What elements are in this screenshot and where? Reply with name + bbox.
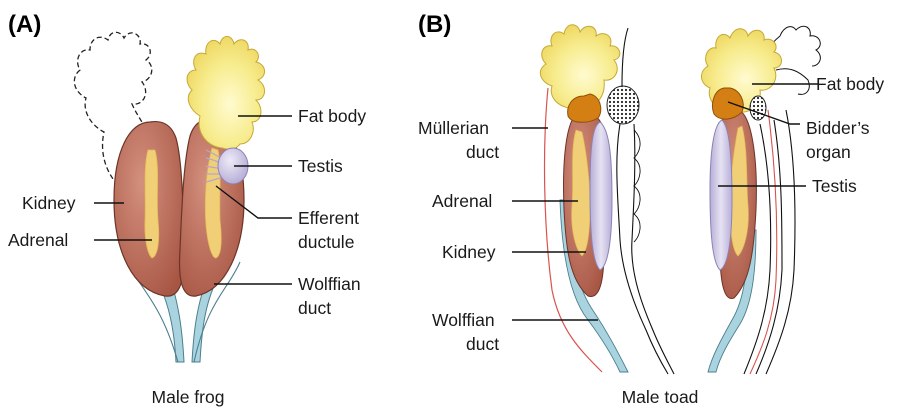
bidders-organ-b-right — [712, 88, 743, 119]
label-adrenal-b: Adrenal — [432, 191, 492, 211]
label-bidders-b-1: Bidder’s — [806, 118, 870, 138]
label-wolffian-b-2: duct — [466, 334, 499, 354]
label-efferent-a-1: Efferent — [298, 208, 359, 228]
panel-a-letter: (A) — [8, 11, 41, 38]
label-wolffian-a-1: Wolffian — [298, 274, 361, 294]
label-kidney-a: Kidney — [22, 193, 76, 213]
outline-duct-b-right-2 — [756, 120, 782, 374]
label-adrenal-a: Adrenal — [8, 230, 68, 250]
label-wolffian-b-1: Wolffian — [432, 310, 495, 330]
caption-male-frog: Male frog — [152, 387, 225, 407]
label-testis-b: Testis — [812, 176, 857, 196]
label-efferent-a-2: ductule — [298, 232, 354, 252]
label-mullerian-b-2: duct — [466, 142, 499, 162]
label-fat-body-a: Fat body — [298, 106, 366, 126]
adrenal-left — [145, 150, 159, 258]
bidders-oocytes-b-left — [607, 86, 639, 124]
ovi-outline-b-left — [617, 28, 668, 374]
label-bidders-b-2: organ — [806, 142, 851, 162]
bidders-oocytes-b-right — [750, 96, 766, 120]
caption-male-toad: Male toad — [622, 387, 699, 407]
label-fat-body-b: Fat body — [816, 74, 884, 94]
fat-body-b-left — [540, 25, 619, 108]
label-testis-a: Testis — [298, 156, 343, 176]
label-wolffian-a-2: duct — [298, 298, 331, 318]
testis-b-right — [710, 120, 732, 270]
panel-b: (B) — [418, 11, 884, 407]
testis-b-left — [590, 122, 612, 270]
label-kidney-b: Kidney — [442, 242, 496, 262]
label-mullerian-b-1: Müllerian — [418, 118, 489, 138]
ovi-inner-b-left — [632, 124, 674, 374]
panel-a: (A) Fat body — [8, 11, 366, 407]
panel-b-letter: (B) — [418, 11, 451, 38]
